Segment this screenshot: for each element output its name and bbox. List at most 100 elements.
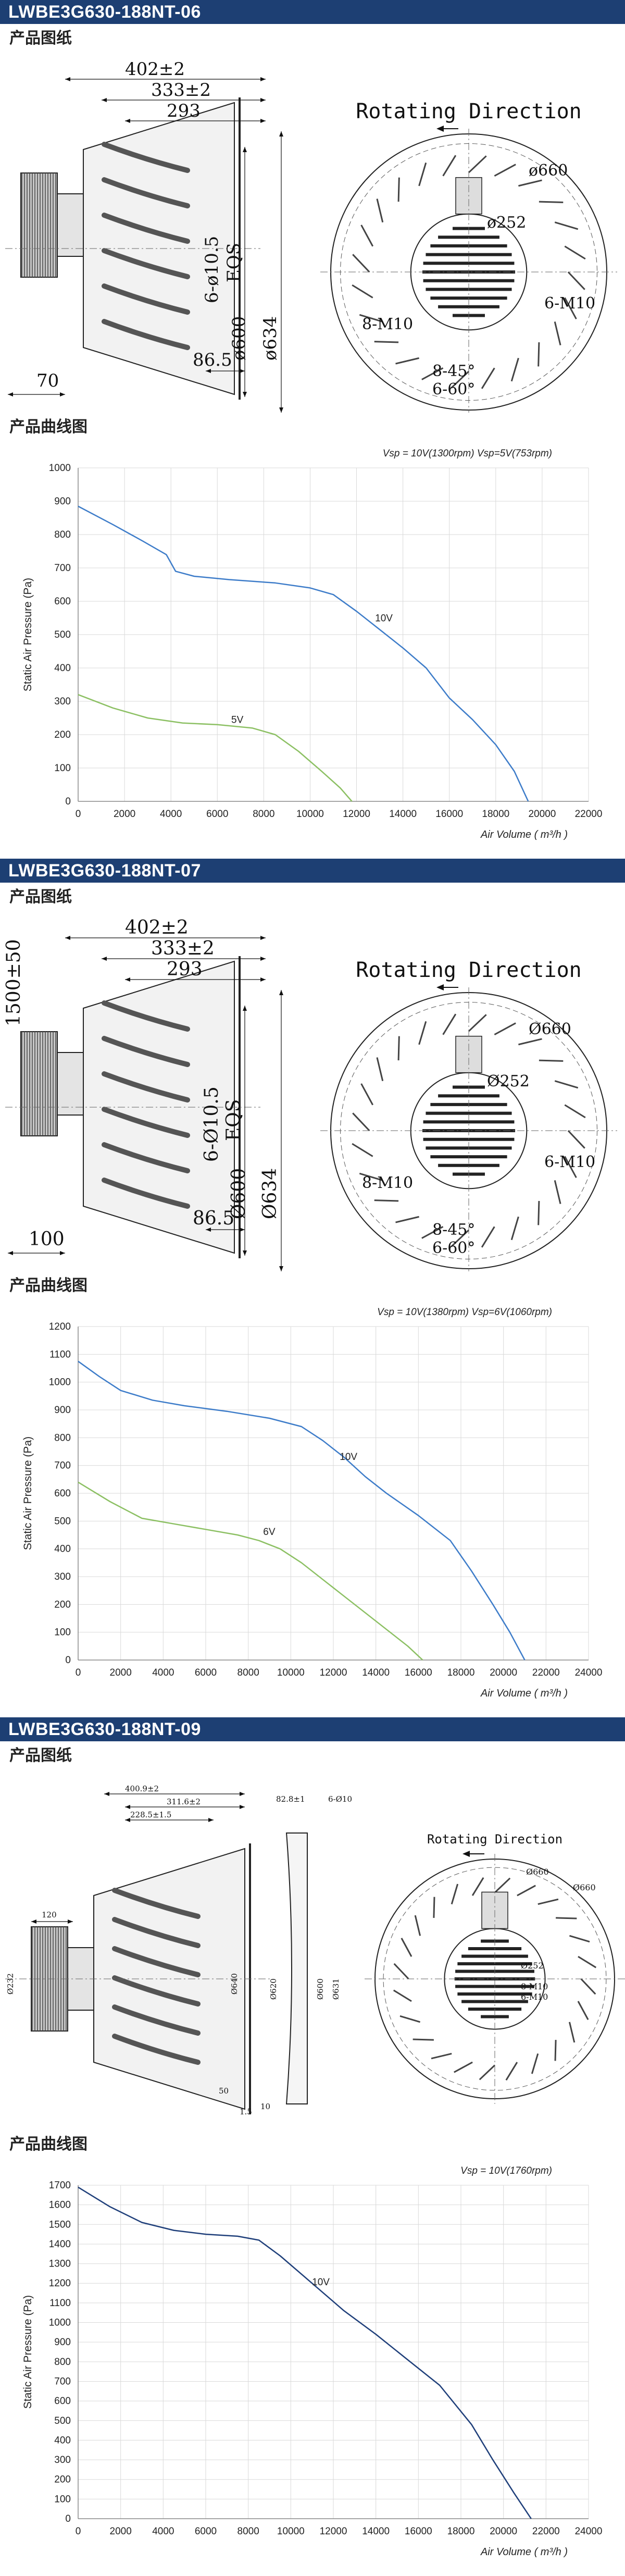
y-tick-label: 1000 <box>49 2318 71 2329</box>
dimension-arrow <box>240 1792 245 1796</box>
blade-mark <box>360 225 374 247</box>
impeller-blade <box>102 1107 190 1138</box>
y-tick-label: 1000 <box>49 463 71 474</box>
x-tick-label: 4000 <box>152 2526 174 2537</box>
front-dimension-label: Ø660 <box>529 1020 571 1038</box>
dim-diameter-634: Ø634 <box>259 1168 281 1219</box>
y-tick-label: 0 <box>65 796 71 807</box>
impeller-blade <box>102 1036 190 1067</box>
drawing-heading: 产品图纸 <box>9 888 72 906</box>
y-tick-label: 300 <box>54 1571 71 1582</box>
front-dimension-label: 6-60° <box>432 1239 475 1257</box>
y-axis-label: Static Air Pressure (Pa) <box>22 2295 34 2409</box>
x-tick-label: 10000 <box>296 809 324 820</box>
front-dimension-label: 6-M10 <box>544 1153 595 1171</box>
blade-mark <box>554 2040 557 2061</box>
dim-overall-length: 402±2 <box>125 59 185 80</box>
front-dimension-label: 6-M10 <box>544 294 595 313</box>
y-tick-label: 1700 <box>49 2180 71 2191</box>
blade-mark <box>397 177 400 202</box>
motor-hub <box>57 1052 84 1116</box>
blade-mark <box>352 1143 373 1157</box>
blade-mark <box>418 162 427 187</box>
y-tick-label: 100 <box>54 1627 71 1638</box>
model-title-bar: LWBE3G630-188NT-07 <box>0 859 625 883</box>
y-tick-label: 200 <box>54 1599 71 1610</box>
impeller-blade <box>102 177 190 208</box>
curve-heading: 产品曲线图 <box>9 1277 88 1295</box>
dimension-arrow <box>243 392 247 397</box>
impeller-blade <box>102 213 190 244</box>
dimension-arrow <box>102 957 107 961</box>
blade-mark <box>481 367 495 389</box>
side-view <box>5 1843 271 2114</box>
dim-ring-600: Ø600 <box>316 1978 325 2000</box>
y-tick-label: 700 <box>54 563 71 574</box>
y-tick-label: 1100 <box>49 1349 71 1360</box>
impeller-blade <box>102 1000 190 1032</box>
dim-motor-depth: 100 <box>29 1229 65 1250</box>
dimension-arrow <box>8 392 13 397</box>
dim-ring-631: Ø631 <box>331 1978 341 2000</box>
blade-mark <box>395 357 419 365</box>
blade-mark <box>494 1877 511 1893</box>
series-line-10V <box>78 2186 532 2519</box>
dim-motor-diameter: Ø232 <box>6 1973 15 1995</box>
blade-mark <box>539 1059 564 1062</box>
rotation-arrow-head <box>436 984 444 990</box>
blade-mark <box>360 1083 374 1106</box>
blade-mark <box>352 254 370 273</box>
dimension-arrow <box>279 131 283 137</box>
impeller-body <box>83 960 235 1254</box>
y-tick-label: 400 <box>54 2435 71 2446</box>
front-dimension-label: Ø660 <box>526 1867 549 1877</box>
motor-hub <box>57 193 84 257</box>
x-tick-label: 8000 <box>238 1667 259 1678</box>
impeller-blade <box>112 1946 201 1977</box>
x-tick-label: 10000 <box>277 2526 305 2537</box>
rotating-direction-label: Rotating Direction <box>427 1832 562 1847</box>
dimension-arrow <box>8 1251 13 1255</box>
y-tick-label: 1500 <box>49 2219 71 2230</box>
series-line-5V <box>78 694 353 802</box>
y-tick-label: 700 <box>54 2376 71 2387</box>
impeller-blade <box>102 1178 190 1209</box>
blade-mark <box>471 1877 484 1896</box>
y-tick-label: 600 <box>54 2396 71 2407</box>
y-tick-label: 200 <box>54 729 71 740</box>
x-tick-label: 16000 <box>405 1667 432 1678</box>
dim-motor-depth: 70 <box>36 370 59 391</box>
blade-mark <box>554 1180 561 1204</box>
dimension-arrow <box>260 936 266 940</box>
dim-diameter-600: Ø600 <box>228 1168 249 1219</box>
y-tick-label: 400 <box>54 663 71 674</box>
front-dimension-label: Ø252 <box>521 1961 544 1971</box>
blade-mark <box>442 155 457 177</box>
curve-heading: 产品曲线图 <box>9 418 88 436</box>
impeller-blade <box>102 248 190 279</box>
blade-mark <box>518 179 542 187</box>
blade-mark <box>554 321 561 345</box>
x-tick-label: 0 <box>76 809 81 820</box>
dimension-arrow <box>260 77 266 81</box>
x-tick-label: 6000 <box>195 1667 217 1678</box>
blade-mark <box>510 1216 519 1241</box>
series-line-10V <box>78 1360 526 1661</box>
dimension-arrow <box>125 1805 130 1809</box>
x-axis-label: Air Volume ( m³/h ) <box>480 829 568 840</box>
blade-mark <box>418 1021 427 1045</box>
x-tick-label: 8000 <box>238 2526 259 2537</box>
x-axis-label: Air Volume ( m³/h ) <box>480 2546 568 2558</box>
blade-mark <box>578 1955 597 1968</box>
blade-mark <box>531 2053 539 2074</box>
rotation-arrow-head <box>463 1851 470 1857</box>
blade-mark <box>421 1225 444 1239</box>
front-dimension-label: 8-M10 <box>521 1981 548 1991</box>
